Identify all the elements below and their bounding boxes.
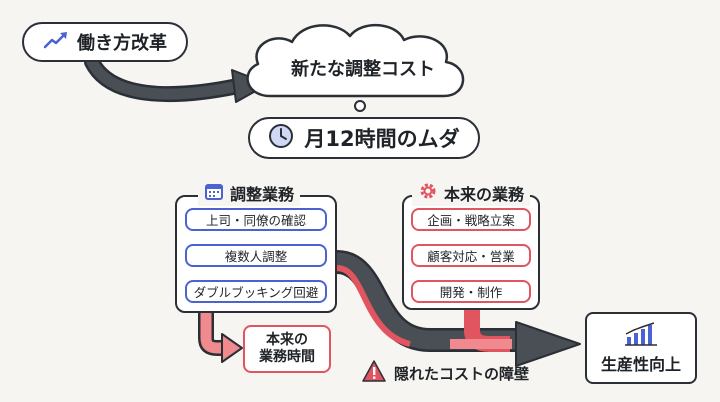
lost-work-time-line1: 本来の [266, 331, 308, 348]
productivity-box: 生産性向上 [585, 312, 697, 384]
cloud-shape [246, 23, 465, 112]
core-work-step: 企画・戦略立案 [411, 208, 531, 231]
core-work-step: 顧客対応・営業 [411, 244, 531, 267]
reform-badge: 働き方改革 [22, 22, 188, 62]
red-stream [336, 265, 411, 347]
coordination-title: 調整業務 [230, 185, 295, 204]
coordination-step: 上司・同僚の確認 [185, 208, 327, 231]
bar-chart-icon [624, 321, 658, 351]
lost-work-time-line2: 業務時間 [259, 349, 315, 365]
core-work-step: 開発・制作 [411, 280, 531, 303]
waste-label: 月12時間のムダ [304, 127, 460, 151]
barrier-label: 隠れたコストの障壁 [394, 364, 530, 383]
productivity-arrowhead [515, 321, 581, 367]
waste-badge: 月12時間のムダ [248, 117, 480, 159]
hidden-cost-barrier: 隠れたコストの障壁 [362, 360, 529, 386]
coordination-step: 複数人調整 [185, 244, 327, 267]
core-work-header: 本来の業務 [412, 180, 531, 206]
gear-icon [418, 181, 438, 205]
productivity-label: 生産性向上 [600, 354, 681, 374]
cloud-label: 新たな調整コスト [291, 59, 435, 80]
trend-up-icon [43, 30, 69, 55]
coordination-step: ダブルブッキング回避 [185, 280, 327, 303]
lost-time-arrowhead [221, 333, 243, 363]
reform-label: 働き方改革 [77, 33, 167, 54]
warning-icon [362, 360, 386, 386]
lost-work-time-box: 本来の 業務時間 [243, 325, 331, 373]
clock-icon [268, 123, 294, 154]
core-work-title: 本来の業務 [444, 185, 525, 204]
calendar-icon [204, 181, 224, 205]
coordination-header: 調整業務 [198, 180, 301, 206]
core-down-stream [464, 310, 510, 352]
